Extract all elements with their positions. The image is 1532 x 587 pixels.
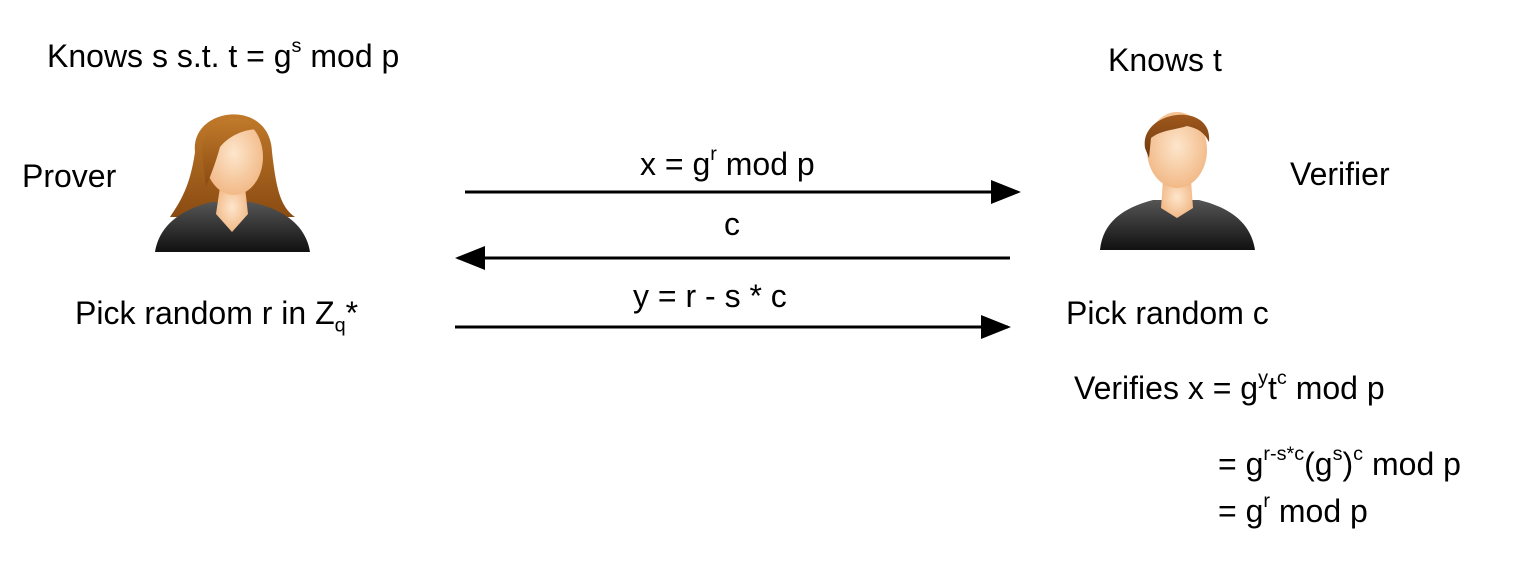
prover-knowledge-text: Knows s s.t. t = g bbox=[47, 38, 292, 74]
eq2-prefix: = g bbox=[1218, 493, 1264, 529]
prover-step-text: Pick random r in Z bbox=[75, 295, 335, 331]
eq2-exponent: r bbox=[1263, 490, 1270, 513]
verifier-verify: Verifies x = gytc mod p bbox=[1074, 368, 1385, 406]
eq1-mid2: ) bbox=[1342, 446, 1354, 482]
verify-t: t bbox=[1268, 370, 1277, 406]
verifier-avatar-icon bbox=[1100, 112, 1255, 250]
prover-step-suffix: * bbox=[345, 295, 359, 331]
prover-knowledge-suffix: mod p bbox=[301, 38, 400, 74]
verify-text: Verifies x = g bbox=[1074, 370, 1259, 406]
verify-exponent-c: c bbox=[1276, 367, 1287, 390]
prover-knowledge: Knows s s.t. t = gs mod p bbox=[47, 36, 400, 74]
message-1-label: x = gr mod p bbox=[640, 144, 815, 182]
eq1-prefix: = g bbox=[1218, 446, 1264, 482]
message-2-label: c bbox=[724, 206, 740, 242]
message-1-suffix: mod p bbox=[716, 146, 815, 182]
prover-label: Prover bbox=[22, 158, 117, 194]
eq1-exponent-1: r-s*c bbox=[1263, 443, 1305, 466]
prover-step: Pick random r in Zq* bbox=[75, 295, 359, 335]
message-3-label: y = r - s * c bbox=[633, 278, 787, 314]
verifier-equation-1: = gr-s*c(gs)c mod p bbox=[1218, 444, 1461, 482]
eq1-exponent-3: c bbox=[1353, 443, 1364, 466]
prover-step-subscript: q bbox=[334, 314, 346, 337]
eq1-mid: (g bbox=[1304, 446, 1333, 482]
message-1-exponent: r bbox=[710, 143, 717, 166]
verifier-equation-2: = gr mod p bbox=[1218, 491, 1368, 529]
verify-suffix: mod p bbox=[1286, 370, 1385, 406]
verify-exponent-y: y bbox=[1258, 367, 1269, 390]
prover-knowledge-exponent: s bbox=[291, 35, 302, 58]
verifier-knowledge: Knows t bbox=[1108, 42, 1222, 78]
verifier-step: Pick random c bbox=[1066, 295, 1269, 331]
eq1-suffix: mod p bbox=[1363, 446, 1461, 482]
message-1-text: x = g bbox=[640, 146, 711, 182]
eq2-suffix: mod p bbox=[1269, 493, 1368, 529]
eq1-exponent-2: s bbox=[1332, 443, 1343, 466]
prover-avatar-icon bbox=[155, 114, 310, 252]
verifier-label: Verifier bbox=[1290, 156, 1390, 192]
